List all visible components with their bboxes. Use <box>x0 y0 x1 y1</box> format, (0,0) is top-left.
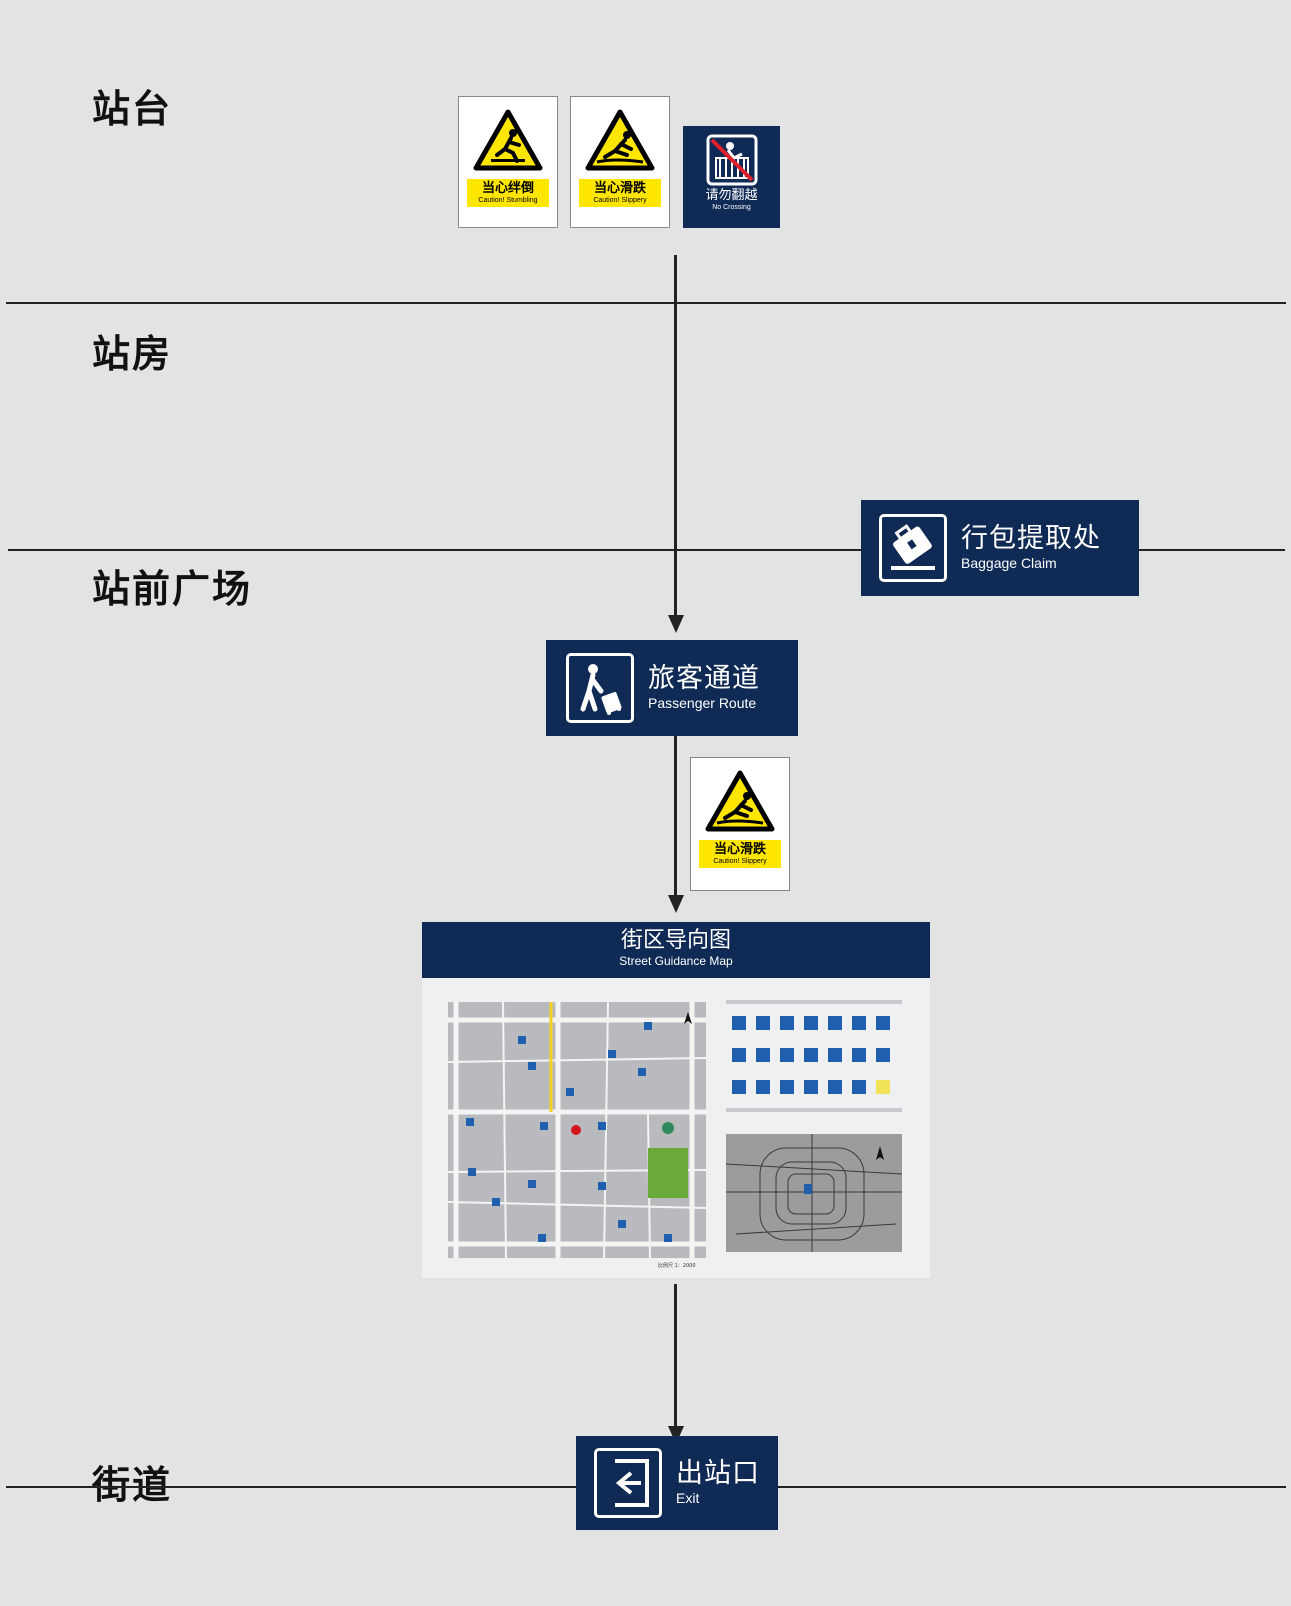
no-crossing-sign: 请勿翻越 No Crossing <box>683 126 780 228</box>
map-scale: 比例尺 1：2000 <box>658 1263 696 1269</box>
baggage-claim-sign: 行包提取处 Baggage Claim <box>861 500 1139 596</box>
arrowhead-icon <box>668 895 684 913</box>
street-map <box>448 1002 706 1258</box>
sign-text-cn: 行包提取处 <box>961 523 1101 554</box>
passenger-luggage-icon <box>566 653 634 723</box>
flow-arrow-line <box>674 1284 677 1428</box>
warning-sign-slippery: 当心滑跌 Caution! Slippery <box>690 757 790 891</box>
no-crossing-icon <box>706 134 757 186</box>
flow-arrow-line <box>674 735 677 897</box>
sign-text-en: Exit <box>676 1490 700 1506</box>
sign-text-en: Caution! Slippery <box>593 197 647 204</box>
sign-text-en: Caution! Stumbling <box>478 197 538 204</box>
sign-text-en: Passenger Route <box>648 695 757 711</box>
divider-line <box>778 1486 1286 1488</box>
caution-stumble-icon <box>473 109 543 171</box>
sign-text-en: Caution! Slippery <box>713 858 767 865</box>
map-title-cn: 街区导向图 <box>620 928 731 953</box>
sign-text-cn: 出站口 <box>676 1458 760 1489</box>
map-legend <box>726 1000 902 1112</box>
street-guidance-map-board: 街区导向图 Street Guidance Map <box>422 922 930 1278</box>
baggage-claim-icon <box>879 514 947 582</box>
warning-sign-slippery: 当心滑跌 Caution! Slippery <box>570 96 670 228</box>
caution-slippery-icon <box>585 109 655 171</box>
passenger-route-sign: 旅客通道 Passenger Route <box>546 640 798 736</box>
exit-door-icon <box>594 1448 662 1518</box>
city-overview-map <box>726 1134 902 1252</box>
divider-line <box>8 549 863 551</box>
sign-text-cn: 当心滑跌 <box>593 181 646 196</box>
sign-text-cn: 请勿翻越 <box>705 188 758 203</box>
sign-text-cn: 当心绊倒 <box>481 181 534 196</box>
zone-label-platform: 站台 <box>92 87 173 131</box>
sign-text-en: Baggage Claim <box>961 555 1057 571</box>
map-title-en: Street Guidance Map <box>619 954 733 968</box>
caution-slippery-icon <box>705 770 775 832</box>
zone-label-station-building: 站房 <box>92 332 173 376</box>
flow-arrow-line <box>674 255 677 617</box>
sign-text-cn: 当心滑跌 <box>713 842 766 857</box>
zone-label-forecourt: 站前广场 <box>92 567 253 611</box>
zone-label-street: 街道 <box>92 1463 173 1507</box>
exit-sign: 出站口 Exit <box>576 1436 778 1530</box>
divider-line <box>6 302 1286 304</box>
sign-text-cn: 旅客通道 <box>648 663 760 694</box>
divider-line <box>6 1486 576 1488</box>
sign-text-en: No Crossing <box>712 204 751 211</box>
arrowhead-icon <box>668 615 684 633</box>
divider-line <box>1135 549 1285 551</box>
warning-sign-stumbling: 当心绊倒 Caution! Stumbling <box>458 96 558 228</box>
